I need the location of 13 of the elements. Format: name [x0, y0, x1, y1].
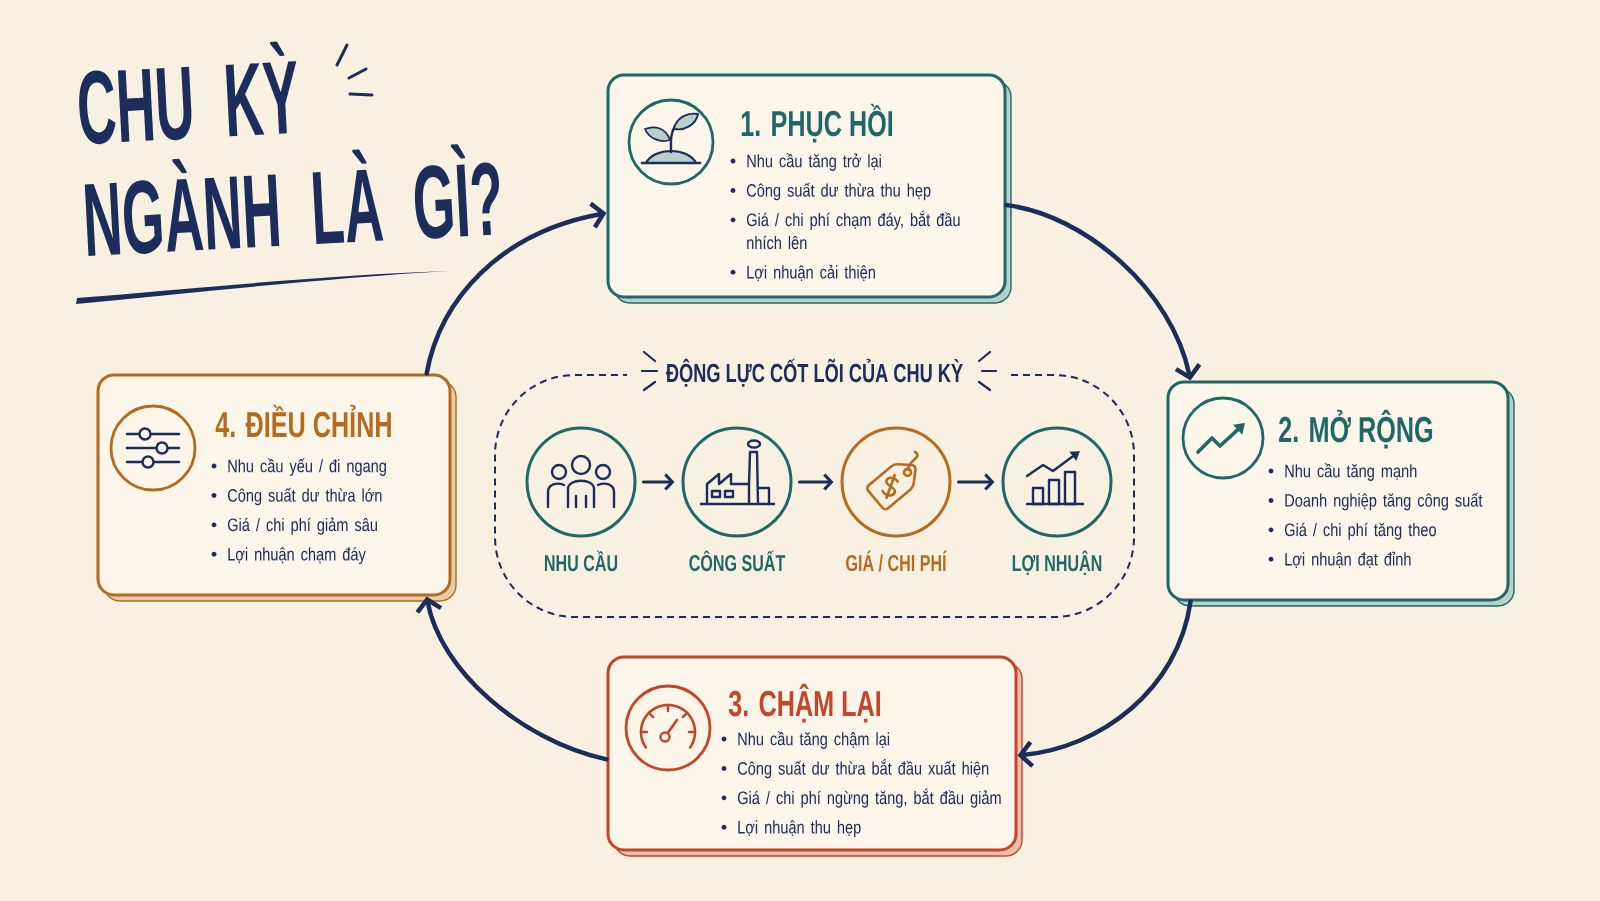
curved-arrow: [415, 596, 609, 762]
arrow: [956, 473, 995, 491]
curved-arrow: [1017, 599, 1193, 768]
circle-label: GIÁ / CHI PHÍ: [846, 550, 947, 572]
circle-label: LỢI NHUẬN: [1012, 550, 1102, 576]
curved-arrow: [424, 201, 607, 376]
circle-label: NHU CẦU: [545, 550, 618, 572]
arrow: [641, 473, 675, 491]
circle-label: CÔNG SUẤT: [689, 550, 786, 572]
title-text: CHU KỲ NGÀNH LÀ GÌ?: [76, 41, 499, 304]
curved-arrow: [1004, 202, 1202, 381]
arrow: [797, 473, 834, 491]
group-heading: ĐỘNG LỰC CỐT LÕI CỦA CHU KỲ: [666, 358, 963, 387]
